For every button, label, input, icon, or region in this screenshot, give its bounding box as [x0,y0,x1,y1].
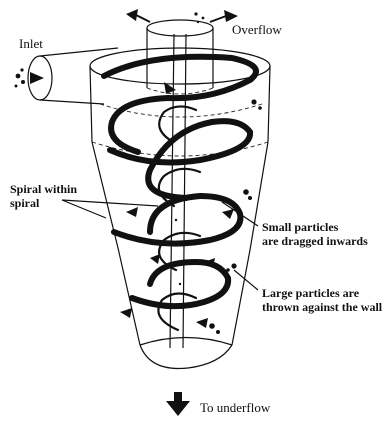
spiral-within-spiral-label-line2: spiral [10,196,40,210]
small-particles-label-line2: are dragged inwards [262,234,368,248]
small-particles-label-line1: Small particles [262,220,339,234]
spiral-within-spiral-label-line1: Spiral within [10,182,77,196]
flow-arrows [30,9,238,416]
overflow-pipe [147,20,213,348]
underflow-label: To underflow [200,400,271,415]
inner-spiral [158,106,200,330]
large-particles-label-line2: thrown against the wall [262,300,382,314]
inlet-arrow [30,72,44,84]
inlet-label: Inlet [19,36,43,51]
overflow-label: Overflow [232,22,282,37]
large-particles-label-line1: Large particles are [262,286,360,300]
overflow-arrow-right [224,10,238,22]
outer-spiral [104,57,256,306]
underflow-arrow [166,401,190,416]
